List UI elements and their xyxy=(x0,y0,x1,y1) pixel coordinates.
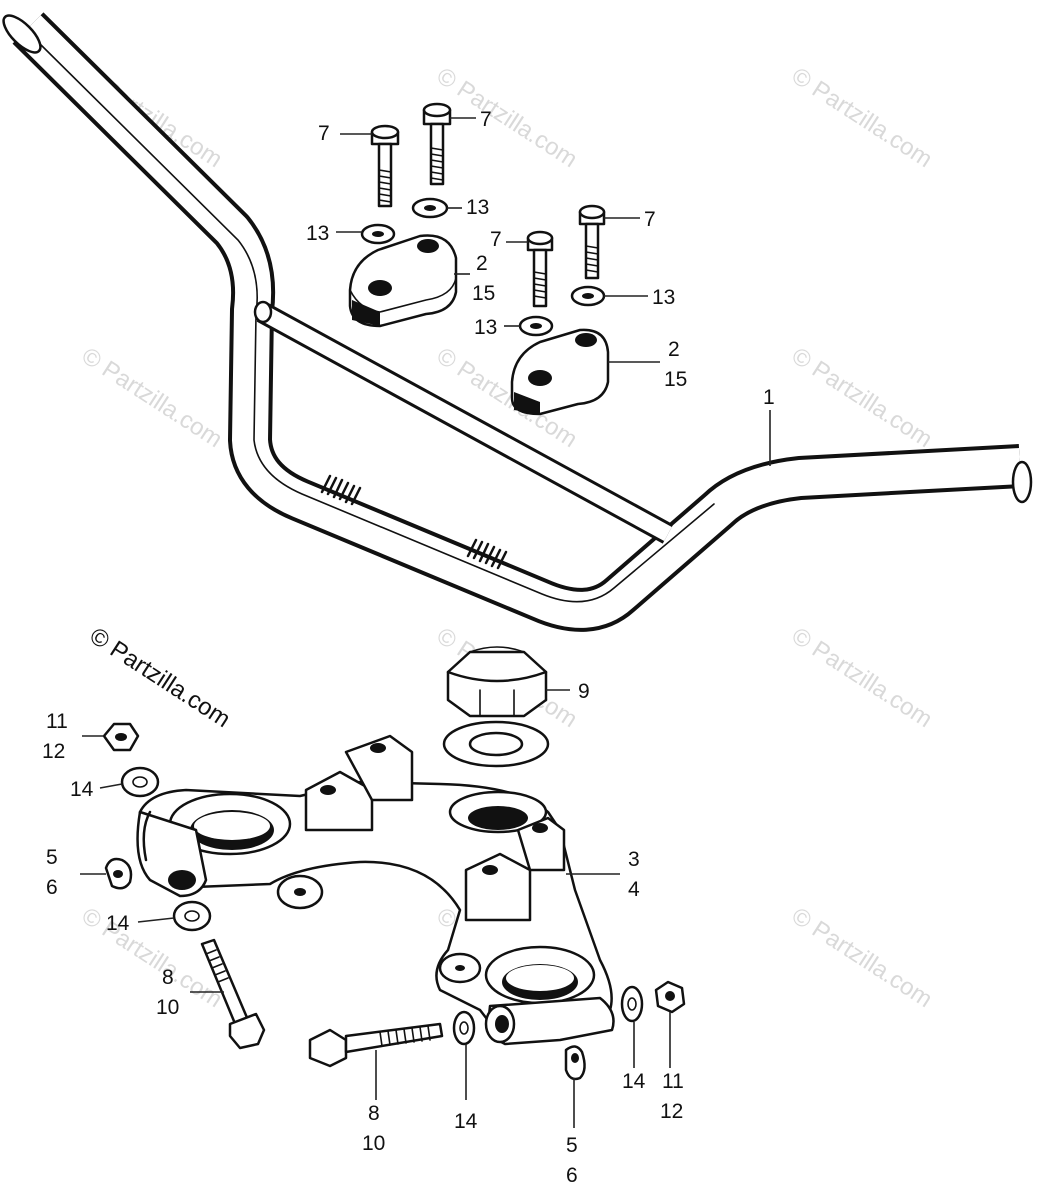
callout-nut-right: 11 xyxy=(662,1070,684,1093)
callout-holder-upper-left: 2 xyxy=(476,252,488,275)
callout-labels: 1 2 15 2 15 7 7 7 7 13 13 13 13 9 11 12 … xyxy=(42,108,775,1187)
callout-holder-upper-right: 15 xyxy=(664,368,687,391)
callout-nut-left: 11 xyxy=(46,710,68,733)
upper-holder-left xyxy=(348,234,458,328)
callout-bolt-top-2: 7 xyxy=(480,108,492,131)
callout-bolt-top-1: 7 xyxy=(318,122,330,145)
callout-washer-top-4: 13 xyxy=(652,286,675,309)
callout-washer-right: 14 xyxy=(622,1070,646,1093)
plate-bottom xyxy=(564,1045,586,1081)
watermark: © Partzilla.com xyxy=(77,342,227,453)
top-bridge xyxy=(136,734,615,1046)
callout-washer-left-2: 14 xyxy=(106,912,130,935)
handlebar xyxy=(2,12,1033,632)
bolt-top-1 xyxy=(370,124,400,208)
callout-nut-right: 12 xyxy=(660,1100,683,1123)
callout-plate-bottom: 6 xyxy=(566,1164,578,1187)
callout-washer-left-1: 14 xyxy=(70,778,94,801)
callout-holder-upper-right: 2 xyxy=(668,338,680,361)
callout-plate-left: 6 xyxy=(46,876,58,899)
washer-right xyxy=(620,985,644,1023)
bolt-top-4 xyxy=(578,204,606,280)
bolt-top-3 xyxy=(526,230,554,308)
callout-bolt-left: 8 xyxy=(162,966,174,989)
washer-top-1 xyxy=(360,223,396,245)
nut-right xyxy=(654,980,686,1014)
callout-bolt-top-4: 7 xyxy=(644,208,656,231)
callout-washer-top-2: 13 xyxy=(466,196,489,219)
washer-top-3 xyxy=(518,315,554,337)
leader-lines xyxy=(80,117,771,1128)
callout-plate-bottom: 5 xyxy=(566,1134,578,1157)
upper-holder-right xyxy=(510,328,610,416)
callout-handlebar: 1 xyxy=(763,386,775,409)
stem-nut xyxy=(446,646,548,718)
washer-top-4 xyxy=(570,285,606,307)
callout-washer-bottom: 14 xyxy=(454,1110,478,1133)
callout-bolt-left: 10 xyxy=(156,996,179,1019)
callout-stem-nut: 9 xyxy=(578,680,590,703)
bolt-top-2 xyxy=(422,102,452,186)
callout-nut-left: 12 xyxy=(42,740,65,763)
callout-holder-upper-left: 15 xyxy=(472,282,495,305)
watermark: © Partzilla.com xyxy=(787,622,937,733)
washer-top-2 xyxy=(411,197,449,219)
nut-left xyxy=(102,722,140,752)
callout-bolt-bottom: 8 xyxy=(368,1102,380,1125)
plate-left xyxy=(104,857,133,890)
watermark: © Partzilla.com xyxy=(787,902,937,1013)
knurl-zone xyxy=(320,474,508,570)
watermark: © Partzilla.com xyxy=(787,342,937,453)
bolt-bottom xyxy=(308,1022,444,1068)
washer-left-2 xyxy=(172,900,212,932)
callout-bridge: 4 xyxy=(628,878,640,901)
callout-bolt-bottom: 10 xyxy=(362,1132,385,1155)
callout-plate-left: 5 xyxy=(46,846,58,869)
callout-washer-top-3: 13 xyxy=(474,316,497,339)
watermark-strong: © Partzilla.com xyxy=(85,622,235,733)
callout-bridge: 3 xyxy=(628,848,640,871)
watermark: © Partzilla.com xyxy=(787,62,937,173)
washer-left-1 xyxy=(120,766,160,798)
stem-washer xyxy=(442,720,550,768)
bolt-left xyxy=(200,938,266,1050)
washer-bottom xyxy=(452,1010,476,1046)
callout-bolt-top-3: 7 xyxy=(490,228,502,251)
callout-washer-top-1: 13 xyxy=(306,222,329,245)
